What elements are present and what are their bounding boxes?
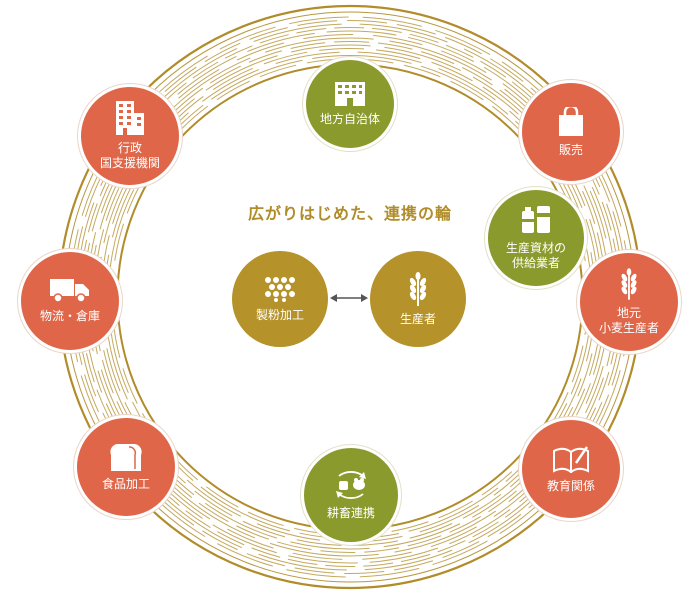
- wheat-icon: [409, 271, 427, 306]
- wheat-icon: [621, 268, 637, 300]
- milling-node[interactable]: 製粉加工: [232, 251, 328, 347]
- producer-node[interactable]: 生産者: [370, 251, 466, 347]
- crop-livestock-node[interactable]: 耕畜連携: [301, 445, 401, 545]
- milling-label: 製粉加工: [255, 307, 304, 322]
- containers-icon: [522, 206, 550, 233]
- education-node[interactable]: 教育関係: [519, 417, 623, 521]
- sales-node[interactable]: 販売: [519, 80, 623, 184]
- administration-label: 行政 国支援機関: [99, 141, 160, 170]
- local-government-label: 地方自治体: [319, 111, 380, 126]
- diagram-title: 広がりはじめた、連携の輪: [247, 204, 452, 223]
- local-government-node[interactable]: 地方自治体: [303, 57, 397, 151]
- book-icon: [553, 445, 589, 473]
- suppliers-node[interactable]: 生産資材の 供給業者: [485, 187, 587, 289]
- grain-pile-icon: [265, 276, 295, 302]
- shopping-bag-icon: [559, 106, 583, 136]
- sales-label: 販売: [558, 142, 583, 157]
- two-way-arrow-icon: [330, 294, 368, 302]
- crop-livestock-label: 耕畜連携: [326, 505, 375, 520]
- suppliers-label: 生産資材の 供給業者: [505, 241, 566, 270]
- logistics-label: 物流・倉庫: [39, 308, 100, 323]
- food-processing-label: 食品加工: [101, 476, 150, 491]
- administration-node[interactable]: 行政 国支援機関: [78, 84, 182, 188]
- bread-icon: [110, 443, 142, 471]
- local-wheat-node[interactable]: 地元 小麦生産者: [577, 250, 681, 354]
- office-tower-icon: [116, 101, 144, 135]
- cycle-icon: [336, 470, 366, 499]
- education-label: 教育関係: [546, 478, 595, 493]
- producer-label: 生産者: [399, 311, 436, 326]
- local-wheat-label: 地元 小麦生産者: [598, 306, 659, 335]
- food-processing-node[interactable]: 食品加工: [74, 415, 178, 519]
- truck-icon: [50, 278, 89, 303]
- building-icon: [335, 81, 365, 106]
- logistics-node[interactable]: 物流・倉庫: [18, 249, 122, 353]
